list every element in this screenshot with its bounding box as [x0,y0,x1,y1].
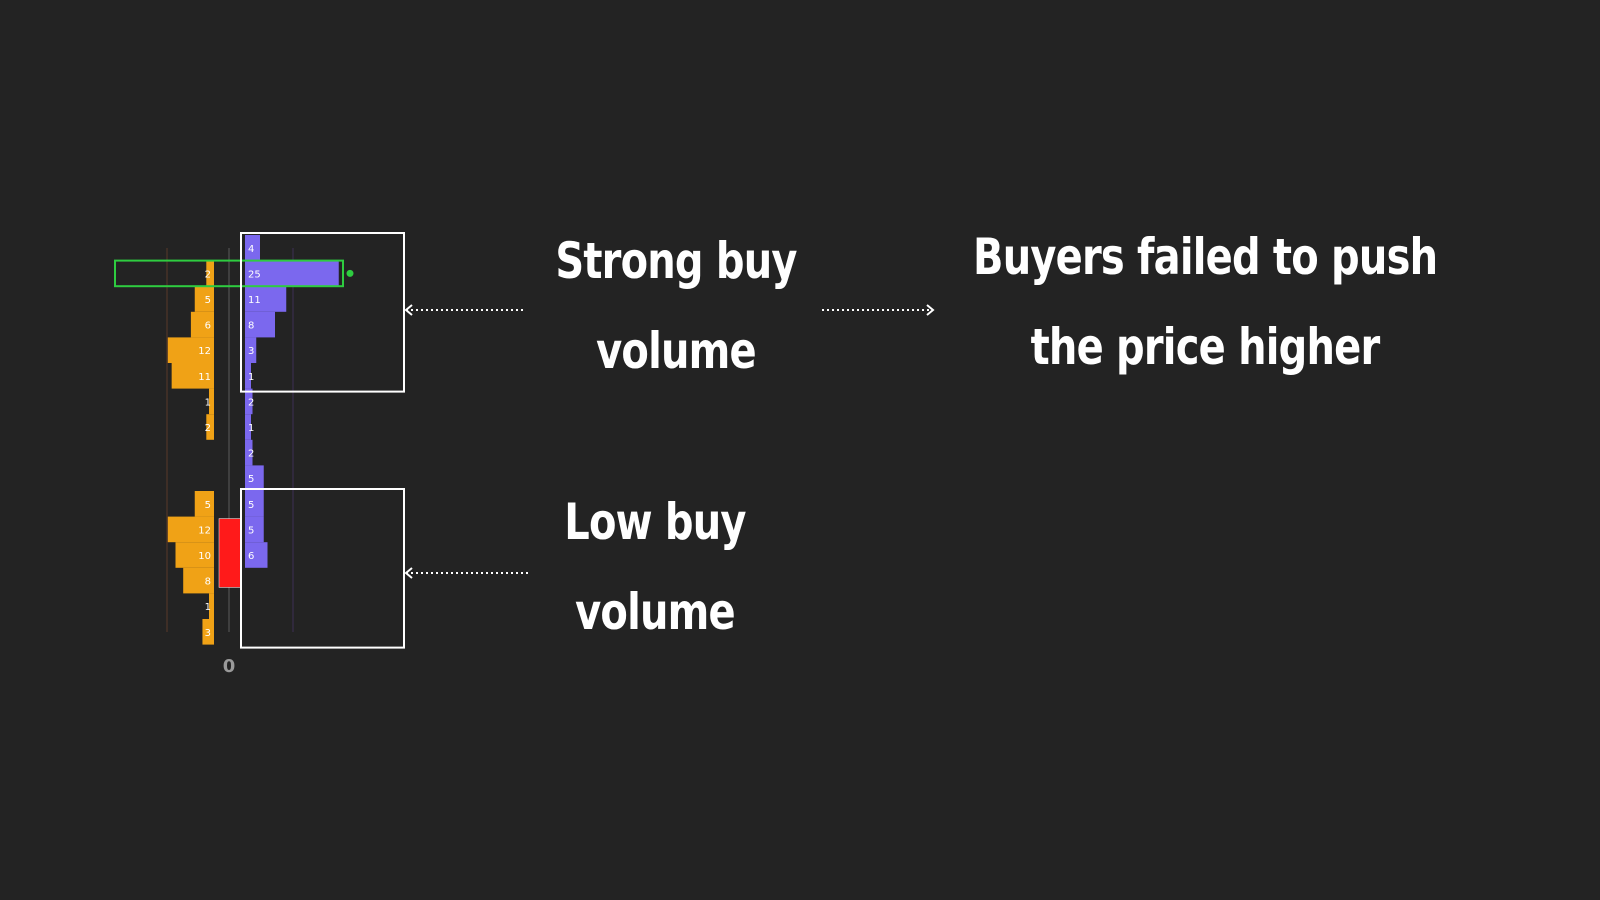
sell-bar [194,286,214,312]
buy-value-label: 25 [248,269,261,280]
buy-volume-bars [245,235,339,568]
sell-bar [194,491,214,517]
highlight-dot [346,269,354,277]
buy-bar [245,337,257,363]
sell-bar [175,542,214,568]
annotation-arrows [404,304,935,579]
buy-value-label: 11 [248,295,261,306]
sell-bar [209,388,214,415]
buy-bar [245,363,251,389]
strong-buy-volume-caption: Strong buy volume [516,216,836,396]
buy-bar [245,311,275,338]
buy-value-label: 1 [248,423,254,434]
buy-bar [245,235,260,261]
buyers-failed-caption: Buyers failed to push the price higher [973,212,1438,392]
sell-bar [183,567,214,594]
buy-value-label: 3 [248,346,254,357]
sell-value-label: 5 [205,500,211,511]
buy-value-label: 5 [248,525,254,536]
buy-bar [245,465,264,491]
buy-value-label: 4 [248,244,254,255]
buy-value-label: 5 [248,474,254,485]
sell-bar [206,260,214,287]
buy-value-label: 2 [248,397,254,408]
buy-bar [245,439,253,466]
buyers-caption-line1: Buyers failed to push [973,228,1438,286]
low-volume-box [240,488,405,649]
buy-bar [245,491,264,517]
buy-value-label: 1 [248,372,254,383]
low-caption-line1: Low buy [564,493,746,551]
buy-bar [245,388,253,415]
buy-value-label: 8 [248,321,254,332]
bearish-candle [218,518,242,588]
sell-bar [209,593,214,619]
buy-bar [245,516,264,543]
sell-bar [167,516,214,543]
sell-value-label: 1 [205,602,211,613]
low-caption-line2: volume [575,583,736,641]
strong-arrow-head [404,304,413,316]
sell-bar [171,363,214,389]
sell-bar [190,311,214,338]
sell-value-label: 8 [205,577,211,588]
buy-value-label: 2 [248,449,254,460]
sell-value-label: 11 [198,372,211,383]
low-arrow-head [404,567,413,579]
strong-caption-line1: Strong buy [555,232,797,290]
buy-bar [245,414,251,440]
sell-value-label: 5 [205,295,211,306]
buy-value-label: 5 [248,500,254,511]
buyers-arrow-head [926,304,935,316]
zero-axis-label: 0 [223,656,236,677]
buy-bar [245,260,339,287]
buy-bar [245,542,268,568]
strong-volume-box [240,232,405,393]
sell-value-label: 1 [205,397,211,408]
highlight-layer [114,259,354,288]
strong-caption-line2: volume [596,322,757,380]
sell-value-label: 2 [205,423,211,434]
buy-value-label: 6 [248,551,254,562]
sell-bar [202,619,214,645]
buyers-caption-line2: the price higher [1030,318,1381,376]
annotation-boxes [240,232,405,649]
sell-value-label: 12 [198,525,211,536]
sell-bar [167,337,214,363]
sell-value-label: 12 [198,346,211,357]
low-buy-volume-caption: Low buy volume [495,477,815,657]
sell-bar [206,414,214,440]
sell-value-label: 2 [205,269,211,280]
sell-volume-bars [167,260,214,645]
buy-bar [245,286,287,312]
sell-value-label: 6 [205,321,211,332]
candle [218,518,242,588]
sell-value-label: 3 [205,628,211,639]
sell-value-label: 10 [198,551,211,562]
highlight-box [114,259,344,288]
